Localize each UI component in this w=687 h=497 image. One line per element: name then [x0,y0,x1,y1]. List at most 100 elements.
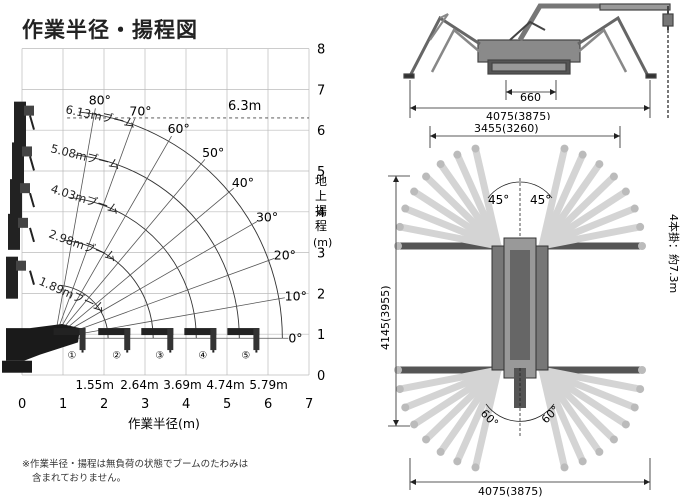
y-axis-label-unit: (m) [313,236,332,249]
boom-arc [69,197,197,339]
angle-label: 60° [168,121,190,136]
boom-arc [74,154,240,339]
y-tick-label: 4 [317,206,325,221]
extended-boom [53,328,86,336]
outrigger-foot [394,366,402,374]
dim-660: 660 [520,91,541,104]
outrigger-foot [638,366,646,374]
outrigger-foot [401,204,410,213]
extended-boom [98,328,131,336]
crane-plan-view: 3455(3260) 4075(3875) 4145(3955) 45° 45°… [379,122,681,497]
page-title: 作業半径・揚程図 [22,18,198,42]
boom-tip [79,328,86,351]
boom-tip [210,328,217,351]
boom-tip [124,328,131,351]
outrigger-foot [422,172,431,181]
outrigger-foot [609,435,618,444]
boom-angle-ray [54,221,258,339]
outrigger-foot [609,172,618,181]
max-height-label: 6.3m [228,99,261,114]
extended-boom [184,328,217,336]
x-tick-label: 6 [264,397,272,412]
stage-number: ① [68,351,77,362]
extended-boom [227,328,260,336]
boom-head [24,105,34,116]
folded-boom [12,142,24,187]
hook-line [29,115,35,130]
y-tick-label: 8 [317,43,325,58]
footnote-line-1: ※作業半径・揚程は無負荷の状態でブームのたわみは [22,459,249,470]
outrigger-foot [395,222,404,231]
crane-base-track [2,360,32,373]
outrigger-foot [578,457,587,466]
stage-number: ⑤ [241,351,250,362]
outrigger-position [472,366,502,471]
reach-label: 2.64m [120,378,158,392]
outrigger-foot [453,457,462,466]
x-tick-label: 7 [305,397,313,412]
y-tick-label: 1 [317,328,325,343]
stage-number: ③ [155,351,164,362]
outrigger-foot [630,403,639,412]
boom-angle-ray [54,108,96,339]
outrigger-foot [436,447,445,456]
hook-line [29,270,35,285]
y-tick-label: 5 [317,165,325,180]
outrigger-foot [636,222,645,231]
angle-label: 40° [232,175,254,190]
angle-label: 30° [256,210,278,225]
folded-boom [10,179,22,220]
y-tick-label: 3 [317,247,325,262]
angle-label: 50° [202,145,224,160]
folded-boom [14,101,26,154]
y-axis-label-4: 程 [315,218,327,233]
folded-boom [6,256,18,299]
x-tick-label: 5 [223,397,231,412]
boom-tip [253,328,260,351]
boom-head [18,217,28,228]
hook-length-label: 4本掛：約7.3m [667,214,681,293]
dim-width-side: 4075(3875) [486,110,551,120]
extended-boom [141,328,174,336]
y-tick-label: 6 [317,124,325,139]
angle-label: 80° [89,92,111,107]
outrigger-swing-positions [394,144,646,472]
boom-angle-rays: 80°70°60°50°40°30°20°10°0° [54,92,307,345]
reach-label: 1.55m [76,378,114,392]
angle-label: 10° [285,288,307,303]
outrigger-foot [471,144,480,153]
outrigger-foot [621,420,630,429]
outrigger-foot [636,385,645,394]
boom-head [20,183,30,194]
outrigger-foot [395,385,404,394]
outrigger-foot [401,403,410,412]
boom-angle-ray [54,159,206,339]
outrigger-foot [621,187,630,196]
stage-number: ② [112,351,121,362]
angle-label: 20° [274,248,296,263]
outrigger-foot [436,160,445,169]
outrigger-foot [595,160,604,169]
boom-length-label: 2.98mブーム [47,227,118,264]
angle-label: 0° [288,330,302,345]
footnote-line-2: 含まれておりません。 [32,473,127,484]
outrigger-foot [394,242,402,250]
y-tick-label: 0 [317,369,325,384]
boom-head [22,146,32,157]
stage-number: ④ [198,351,207,362]
boom-tip [167,328,174,351]
boom-length-label: 1.89mブーム [37,274,108,316]
dim-plan-top: 3455(3260) [474,122,539,135]
x-tick-label: 0 [18,397,26,412]
footnote: ※作業半径・揚程は無負荷の状態でブームのたわみは 含まれておりません。 [22,458,248,486]
reach-label: 5.79m [249,378,287,392]
y-tick-label: 7 [317,83,325,98]
boom-angle-ray [54,258,275,339]
boom-arc [78,111,283,339]
x-tick-label: 3 [141,397,149,412]
outrigger-foot [560,144,569,153]
x-tick-label: 4 [182,397,190,412]
